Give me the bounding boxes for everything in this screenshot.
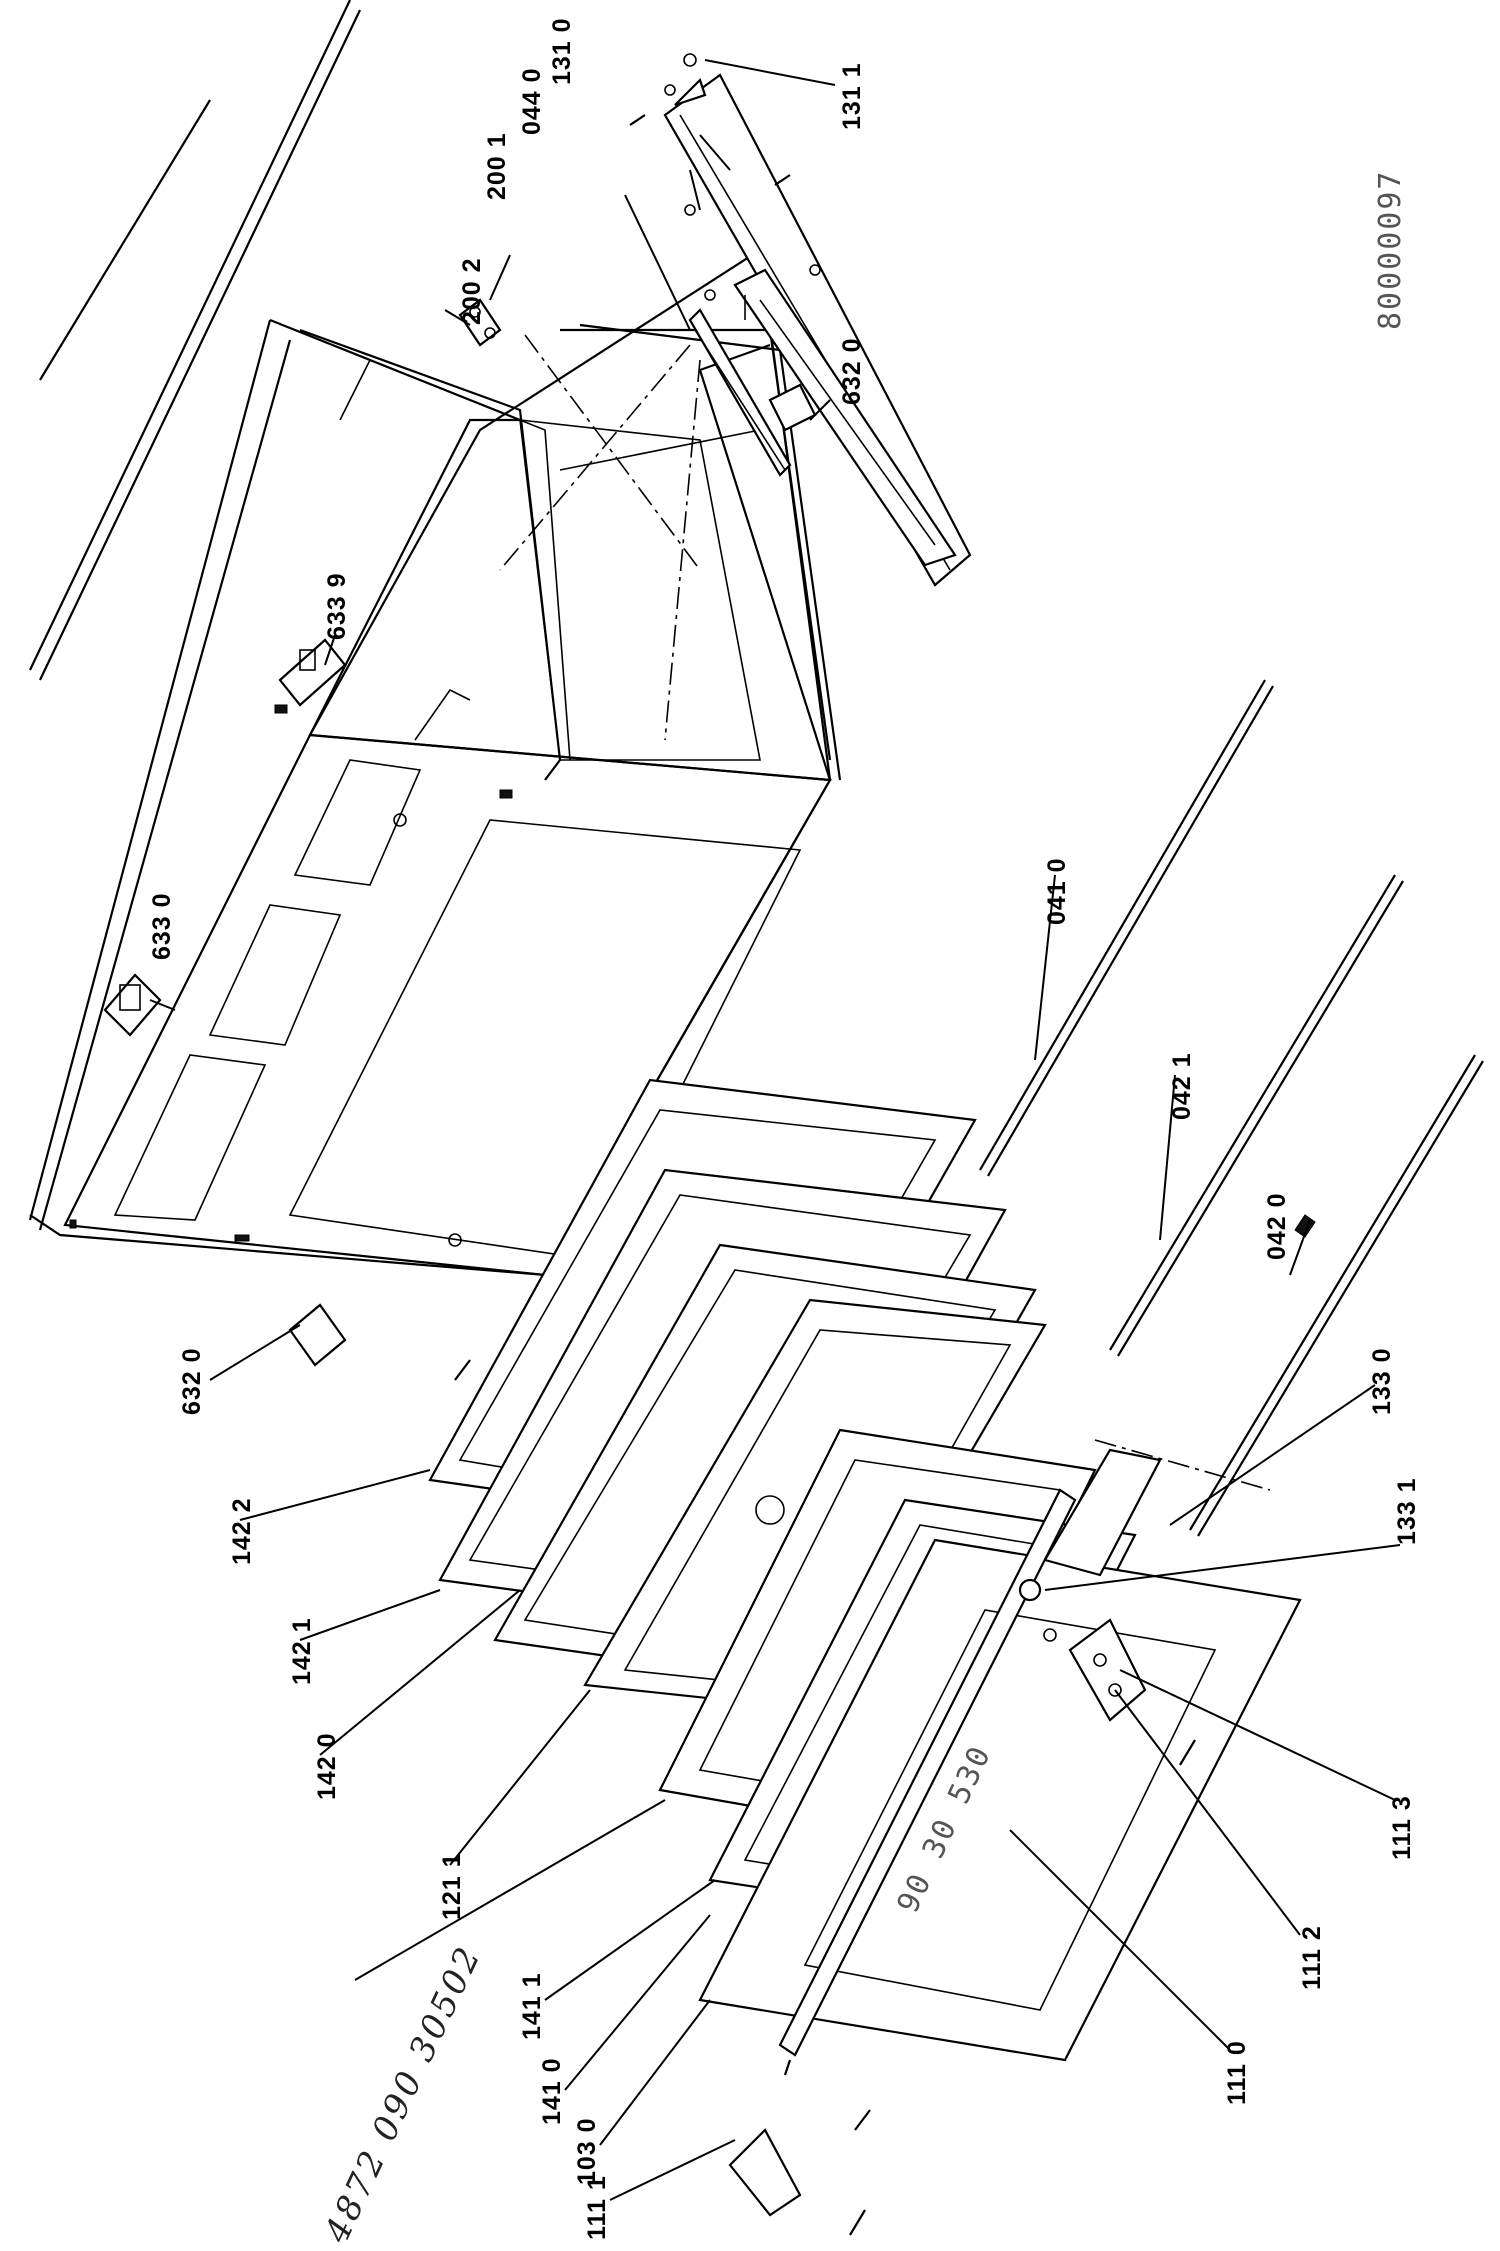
- label-041-0: 041 0: [1043, 857, 1071, 925]
- label-103-0: 103 0: [573, 2117, 601, 2185]
- guide-rail-assembly: [458, 53, 972, 741]
- label-141-1: 141 1: [518, 1972, 546, 2040]
- handwritten-part-number: 4872 090 30502: [316, 1939, 489, 2250]
- label-141-0: 141 0: [538, 2057, 566, 2125]
- door-panel-stack: 90 30 530: [288, 1078, 1302, 2236]
- label-133-1: 133 1: [1393, 1477, 1421, 1545]
- drawing-reference-number: 80000097: [1373, 170, 1408, 331]
- label-131-1: 131 1: [838, 62, 866, 130]
- label-111-1: 111 1: [583, 2175, 611, 2240]
- label-121-1: 121 1: [438, 1852, 466, 1920]
- label-142-1: 142 1: [288, 1617, 316, 1685]
- rods: [979, 679, 1484, 1537]
- label-633-9: 633 9: [323, 572, 351, 640]
- label-200-2: 200 2: [458, 257, 486, 325]
- cabinet-housing: [28, 0, 842, 1277]
- label-042-0: 042 0: [1263, 1192, 1291, 1260]
- label-111-3: 111 3: [1388, 1795, 1416, 1860]
- label-142-2: 142 2: [228, 1497, 256, 1565]
- label-111-2: 111 2: [1298, 1925, 1326, 1990]
- label-200-1: 200 1: [483, 132, 511, 200]
- label-042-1: 042 1: [1168, 1052, 1196, 1120]
- label-044-0: 044 0: [518, 67, 546, 135]
- leader-lines: [149, 59, 1401, 2201]
- label-131-0: 131 0: [548, 17, 576, 85]
- label-111-0: 111 0: [1223, 2040, 1251, 2105]
- label-632-0-lower: 632 0: [178, 1347, 206, 1415]
- part-labels: 632 0 142 2 142 1 142 0 121 1 141 1 141 …: [148, 17, 1421, 2240]
- label-133-0: 133 0: [1368, 1347, 1396, 1415]
- label-633-0: 633 0: [148, 892, 176, 960]
- label-142-0: 142 0: [313, 1732, 341, 1800]
- label-632-0-upper: 632 0: [838, 337, 866, 405]
